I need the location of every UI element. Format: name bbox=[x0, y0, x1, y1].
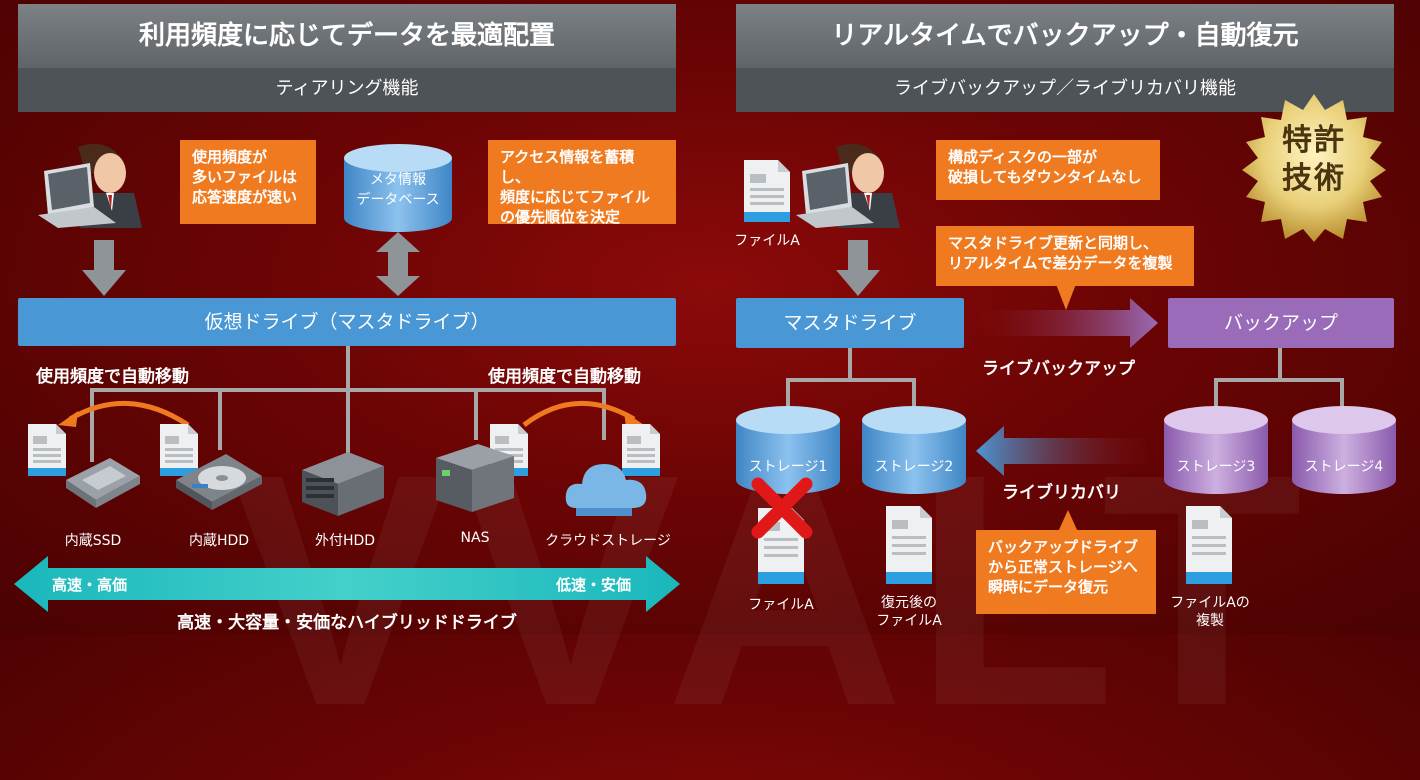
speed-left-label: 高速・高価 bbox=[52, 576, 128, 594]
left-title: 利用頻度に応じてデータを最適配置 bbox=[18, 4, 676, 68]
live-backup-label: ライブバックアップ bbox=[982, 359, 1135, 379]
left-bubble-response: 使用頻度が多いファイルは応答速度が速い bbox=[180, 140, 316, 224]
auto-move-right-label: 使用頻度で自動移動 bbox=[488, 367, 641, 387]
ssd-icon bbox=[66, 458, 140, 508]
move-arrow-left-icon bbox=[58, 401, 190, 428]
meta-database-label: メタ情報データベース bbox=[356, 172, 440, 208]
right-title: リアルタイムでバックアップ・自動復元 bbox=[736, 4, 1394, 68]
storage-2-label: ストレージ2 bbox=[874, 459, 954, 475]
storage-2-icon bbox=[862, 406, 966, 494]
right-bubble-restore: バックアップドライブから正常ストレージへ瞬時にデータ復元 bbox=[976, 530, 1156, 614]
file-a-bottom-label: ファイルA bbox=[748, 597, 814, 613]
file-icon bbox=[1186, 506, 1232, 584]
bubble-pointer bbox=[1058, 510, 1078, 532]
hybrid-drive-label: 高速・大容量・安価なハイブリッドドライブ bbox=[177, 613, 517, 633]
left-subtitle: ティアリング機能 bbox=[18, 68, 676, 112]
storage-1-label: ストレージ1 bbox=[748, 459, 828, 475]
live-recovery-arrow-icon bbox=[976, 426, 1146, 476]
auto-move-left-label: 使用頻度で自動移動 bbox=[36, 367, 189, 387]
hdd-icon bbox=[176, 454, 262, 510]
speed-arrow-icon bbox=[14, 556, 680, 612]
device-label-hdd: 内蔵HDD bbox=[188, 533, 250, 549]
left-bubble-priority: アクセス情報を蓄積し、頻度に応じてファイルの優先順位を決定 bbox=[488, 140, 676, 226]
device-label-nas: NAS bbox=[460, 530, 490, 546]
live-recovery-label: ライブリカバリ bbox=[1002, 483, 1121, 503]
device-label-ssd: 内蔵SSD bbox=[64, 533, 122, 549]
storage-1-icon bbox=[736, 406, 840, 494]
device-label-cloud: クラウドストレージ bbox=[545, 533, 671, 549]
live-backup-arrow-icon bbox=[980, 298, 1158, 348]
down-arrow-icon bbox=[82, 240, 126, 296]
right-bubble-downtime: 構成ディスクの一部が破損してもダウンタイムなし bbox=[936, 140, 1160, 200]
patent-seal-icon bbox=[1242, 94, 1386, 242]
nas-icon bbox=[436, 444, 514, 512]
user-laptop-icon bbox=[38, 143, 142, 228]
file-icon bbox=[28, 424, 66, 476]
file-a-top-label: ファイルA bbox=[734, 233, 800, 249]
file-icon bbox=[160, 424, 198, 476]
master-drive-bar: マスタドライブ bbox=[736, 298, 964, 348]
backup-bar: バックアップ bbox=[1168, 298, 1394, 348]
restored-file-a-label: 復元後のファイルA bbox=[876, 595, 942, 629]
file-icon bbox=[622, 424, 660, 476]
down-arrow-icon bbox=[836, 240, 880, 296]
patent-seal-label: 特許技術 bbox=[1282, 123, 1346, 196]
storage-4-label: ストレージ4 bbox=[1304, 459, 1384, 475]
virtual-drive-bar: 仮想ドライブ（マスタドライブ） bbox=[18, 298, 676, 346]
bubble-pointer bbox=[1056, 284, 1076, 310]
right-bubble-sync: マスタドライブ更新と同期し、リアルタイムで差分データを複製 bbox=[936, 226, 1194, 286]
double-arrow-icon bbox=[376, 232, 420, 296]
failure-x-icon bbox=[751, 477, 813, 539]
storage-4-icon bbox=[1292, 406, 1396, 494]
file-icon bbox=[886, 506, 932, 584]
move-arrow-right-icon bbox=[522, 401, 644, 427]
external-hdd-icon bbox=[302, 452, 384, 516]
storage-3-label: ストレージ3 bbox=[1176, 459, 1256, 475]
meta-database-icon bbox=[344, 144, 452, 232]
file-a-copy-label: ファイルAの複製 bbox=[1170, 595, 1250, 629]
user-laptop-icon bbox=[796, 143, 900, 228]
cloud-icon bbox=[565, 464, 647, 516]
storage-3-icon bbox=[1164, 406, 1268, 494]
file-icon bbox=[744, 160, 790, 222]
speed-right-label: 低速・安価 bbox=[556, 576, 632, 594]
device-label-external-hdd: 外付HDD bbox=[314, 533, 376, 549]
